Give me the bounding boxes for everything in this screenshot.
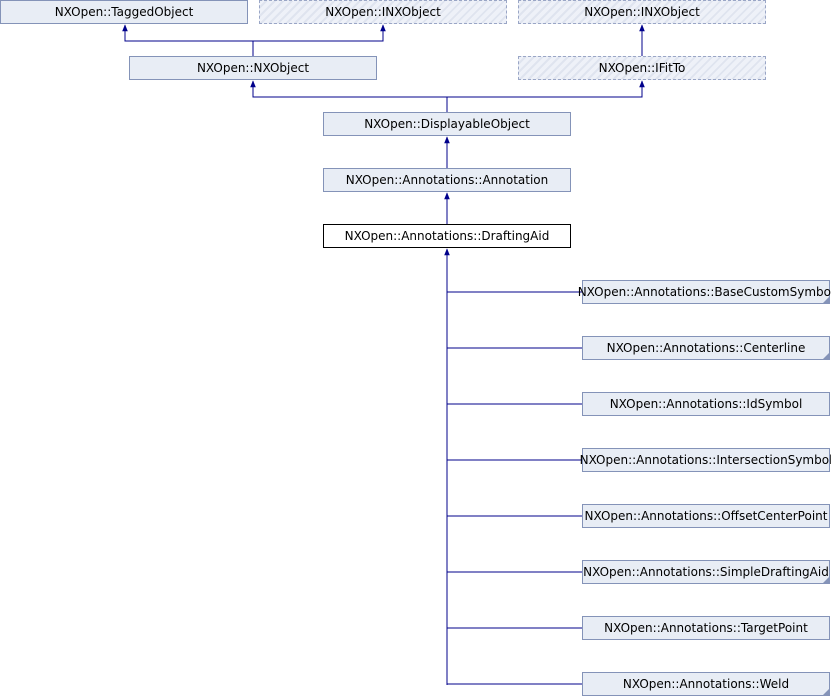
- collapsed-corner-icon: [823, 353, 829, 359]
- node-label: NXOpen::Annotations::OffsetCenterPoint: [584, 509, 828, 523]
- node-offset-center-point[interactable]: NXOpen::Annotations::OffsetCenterPoint: [582, 504, 830, 528]
- node-annotation[interactable]: NXOpen::Annotations::Annotation: [323, 168, 571, 192]
- edge-to-taggedobject: [122, 24, 253, 42]
- node-label: NXOpen::INXObject: [325, 5, 441, 19]
- node-inx-object-2[interactable]: NXOpen::INXObject: [518, 0, 766, 24]
- node-displayable-object[interactable]: NXOpen::DisplayableObject: [323, 112, 571, 136]
- node-label: NXOpen::DisplayableObject: [364, 117, 530, 131]
- node-label: NXOpen::Annotations::IntersectionSymbol: [579, 453, 831, 467]
- node-centerline[interactable]: NXOpen::Annotations::Centerline: [582, 336, 830, 360]
- node-label: NXOpen::INXObject: [584, 5, 700, 19]
- node-label: NXOpen::Annotations::DraftingAid: [344, 229, 550, 243]
- node-label: NXOpen::Annotations::TargetPoint: [604, 621, 808, 635]
- node-weld[interactable]: NXOpen::Annotations::Weld: [582, 672, 830, 696]
- node-label: NXOpen::Annotations::BaseCustomSymbol: [577, 285, 831, 299]
- node-base-custom-symbol[interactable]: NXOpen::Annotations::BaseCustomSymbol: [578, 280, 831, 304]
- node-label: NXOpen::Annotations::SimpleDraftingAid: [583, 565, 829, 579]
- node-simple-drafting-aid[interactable]: NXOpen::Annotations::SimpleDraftingAid: [582, 560, 830, 584]
- node-label: NXOpen::TaggedObject: [54, 5, 194, 19]
- node-label: NXOpen::Annotations::Weld: [622, 677, 790, 691]
- node-ifit-to[interactable]: NXOpen::IFitTo: [518, 56, 766, 80]
- edge-to-nxobject: [250, 80, 447, 98]
- edge-to-ifitto: [447, 80, 645, 98]
- node-label: NXOpen::Annotations::IdSymbol: [609, 397, 803, 411]
- node-label: NXOpen::NXObject: [196, 61, 310, 75]
- node-drafting-aid: NXOpen::Annotations::DraftingAid: [323, 224, 571, 248]
- node-intersection-symbol[interactable]: NXOpen::Annotations::IntersectionSymbol: [579, 448, 831, 472]
- node-target-point[interactable]: NXOpen::Annotations::TargetPoint: [582, 616, 830, 640]
- node-label: NXOpen::Annotations::Annotation: [345, 173, 549, 187]
- node-id-symbol[interactable]: NXOpen::Annotations::IdSymbol: [582, 392, 830, 416]
- node-tagged-object[interactable]: NXOpen::TaggedObject: [0, 0, 248, 24]
- node-label: NXOpen::Annotations::Centerline: [606, 341, 806, 355]
- collapsed-corner-icon: [823, 689, 829, 695]
- edge-to-inxobject-1: [253, 24, 386, 42]
- collapsed-corner-icon: [823, 577, 829, 583]
- node-inx-object[interactable]: NXOpen::INXObject: [259, 0, 507, 24]
- node-nx-object[interactable]: NXOpen::NXObject: [129, 56, 377, 80]
- node-label: NXOpen::IFitTo: [598, 61, 686, 75]
- collapsed-corner-icon: [823, 297, 829, 303]
